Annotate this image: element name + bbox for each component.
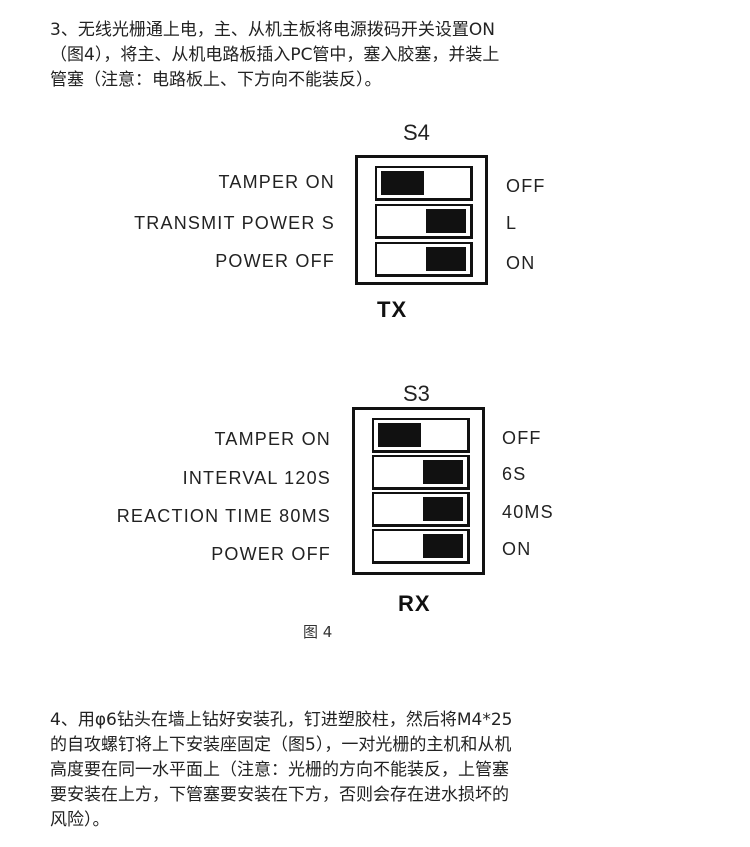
s4-switch-housing [355,155,488,285]
s4-knob-1 [381,171,424,195]
step3-line-2: （图4），将主、从机电路板插入PC管中，塞入胶塞，并装上 [50,45,500,65]
step4-line-3: 高度要在同一水平面上（注意：光栅的方向不能装反，上管塞 [50,760,509,780]
s3-row2-left-label: INTERVAL 120S [182,468,331,488]
step4-line-5: 风险）。 [50,810,110,830]
step4-paragraph: 4、用φ6钻头在墙上钻好安装孔，钉进塑胶柱，然后将M4*25 的自攻螺钉将上下安… [50,708,710,833]
step3-line-3: 管塞（注意：电路板上、下方向不能装反）。 [50,70,382,90]
s4-knob-3 [426,247,466,271]
s3-slot-3 [372,492,470,527]
s3-knob-3 [423,497,463,521]
s3-footer-rx: RX [398,591,431,616]
s3-knob-4 [423,534,463,558]
s3-title: S3 [403,381,430,406]
s4-row2-left-label: TRANSMIT POWER S [134,213,335,233]
s4-row3-left-label: POWER OFF [215,251,335,271]
s3-slot-1 [372,418,470,453]
figure-caption: 图 4 [303,623,333,641]
s3-switch-housing [352,407,485,575]
s3-row1-right-label: OFF [502,428,542,448]
s4-slot-3 [375,242,473,277]
s4-slot-1 [375,166,473,201]
s4-knob-2 [426,209,466,233]
s3-row2-right-label: 6S [502,464,527,484]
s4-row3-right-label: ON [506,253,536,273]
s3-row1-left-label: TAMPER ON [214,429,331,449]
s3-row4-left-label: POWER OFF [211,544,331,564]
step3-paragraph: 3、无线光栅通上电，主、从机主板将电源拨码开关设置ON （图4），将主、从机电路… [50,18,710,93]
s4-row1-right-label: OFF [506,176,546,196]
step3-line-1: 3、无线光栅通上电，主、从机主板将电源拨码开关设置ON [50,20,495,40]
s3-row3-left-label: REACTION TIME 80MS [116,506,331,526]
s3-slot-2 [372,455,470,490]
s3-slot-4 [372,529,470,564]
s4-row2-right-label: L [506,213,518,233]
step4-line-1: 4、用φ6钻头在墙上钻好安装孔，钉进塑胶柱，然后将M4*25 [50,710,513,730]
s3-row4-right-label: ON [502,539,532,559]
step4-line-2: 的自攻螺钉将上下安装座固定（图5），一对光栅的主机和从机 [50,735,512,755]
s3-knob-1 [378,423,421,447]
s4-title: S4 [403,120,430,145]
s4-footer-tx: TX [377,297,408,322]
s3-row3-right-label: 40MS [502,502,554,522]
step4-line-4: 要安装在上方，下管塞要安装在下方，否则会存在进水损坏的 [50,785,509,805]
s3-knob-2 [423,460,463,484]
s4-row1-left-label: TAMPER ON [218,172,335,192]
s4-slot-2 [375,204,473,239]
